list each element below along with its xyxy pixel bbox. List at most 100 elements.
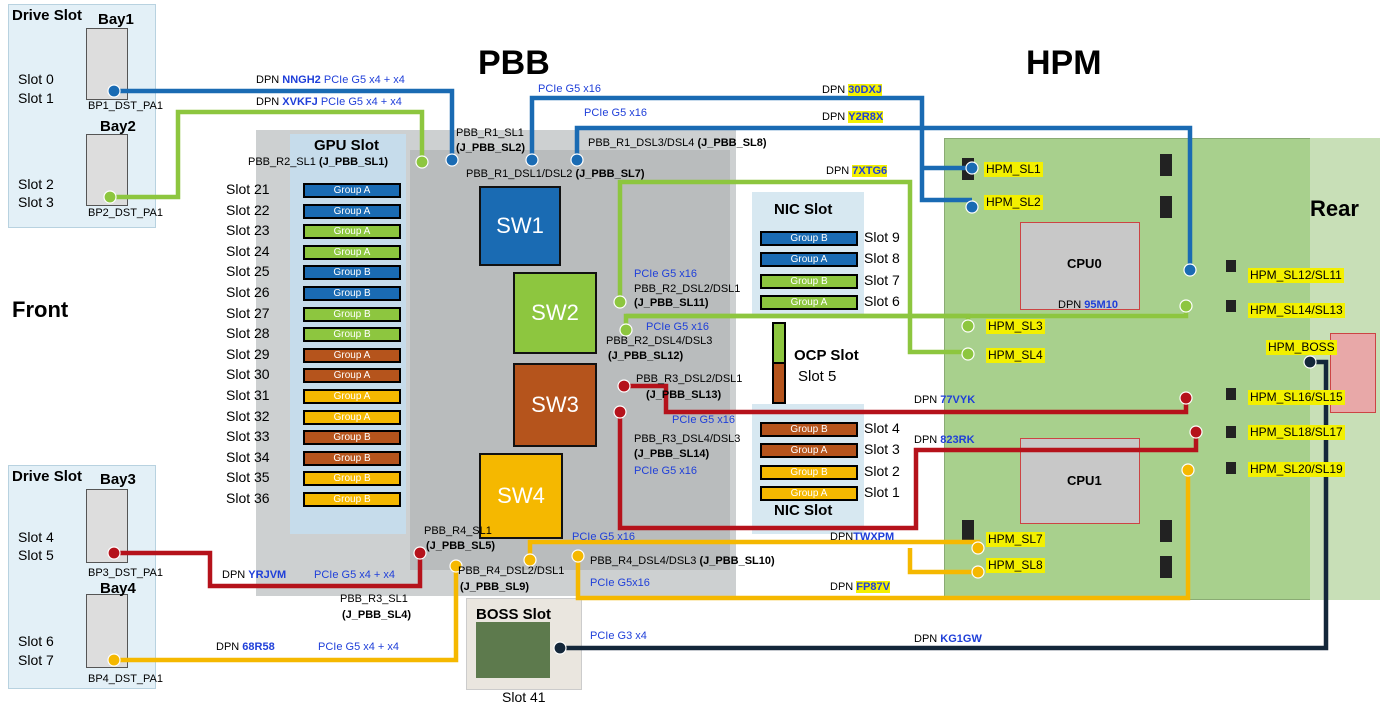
pbb-board-inner (410, 150, 730, 570)
cable-label-x16-1: PCIe G5 x16 (538, 83, 601, 95)
gpu-slot-label: Slot 34 (226, 448, 270, 465)
boss-slot-label: BOSS Slot (476, 606, 552, 623)
nic-slot-label: Slot 1 (864, 483, 900, 500)
cable-label-x16-8: PCIe G5x16 (590, 577, 650, 589)
cable-label-xvkfj: DPN XVKFJ PCIe G5 x4 + x4 (256, 96, 402, 108)
bay4-label: Bay4 (100, 580, 136, 597)
gpu-slot-group-bar: Group B (303, 286, 401, 301)
pbb-title: PBB (478, 44, 550, 82)
gpu-slot-group-bar: Group B (303, 265, 401, 281)
gpu-slot-group-bar: Group A (303, 203, 401, 219)
nic-slot-label: Slot 4 (864, 420, 900, 436)
bp3-connector-label: BP3_DST_PA1 (88, 567, 164, 579)
nic-slot-bottom-header: NIC Slot (774, 502, 833, 519)
pbb-r2-dsl2-label: PBB_R2_DSL2/DSL1 (634, 283, 741, 295)
cable-nngh2 (114, 88, 455, 158)
cable-label-twxpm: DPNTWXPM (830, 531, 895, 543)
hpm-sl14-13-label: HPM_SL14/SL13 (1248, 303, 1345, 318)
cable-label-x16-2: PCIe G5 x16 (584, 107, 647, 119)
hpm-sl8-label: HPM_SL8 (986, 558, 1045, 573)
nic-slot-label: Slot 3 (864, 441, 900, 458)
gpu-slot-label: Slot 31 (226, 387, 270, 403)
drive-slot-6: Slot 6 (18, 633, 54, 649)
hpm-sl7-label: HPM_SL7 (986, 532, 1045, 547)
cpu1-label: CPU1 (1067, 473, 1102, 488)
bay3-connector (86, 489, 128, 563)
gpu-slot-label: Slot 36 (226, 490, 270, 506)
gpu-slot-label: Slot 30 (226, 366, 270, 383)
gpu-slot-group-bar: Group B (303, 471, 401, 487)
drive-slot-header: Drive Slot (12, 7, 83, 24)
cable-label-x16-4: PCIe G5 x16 (646, 321, 709, 333)
pbb-r3-sl1-label: PBB_R3_SL1 (340, 593, 408, 605)
drive-slot-2: Slot 2 (18, 176, 54, 192)
hpm-sl4-label: HPM_SL4 (986, 348, 1045, 363)
cable-yrjvm (114, 550, 423, 589)
cable-68r58 (114, 566, 459, 663)
cable-label-95m10: DPN 95M10 (1058, 299, 1118, 311)
cable-xvkfj (110, 109, 425, 200)
ocp-slot-number: Slot 5 (798, 368, 837, 385)
gpu-slot-group-bar: Group A (303, 368, 401, 384)
drive-slot-4: Slot 4 (18, 529, 54, 545)
pbb-r2-dsl4-j-label: (J_PBB_SL12) (608, 350, 684, 362)
hpm-sl16-15-label: HPM_SL16/SL15 (1248, 390, 1345, 405)
gpu-slot-group-bar: Group A (303, 244, 401, 260)
hpm-sl1-label: HPM_SL1 (984, 162, 1043, 177)
cable-label-77vyk: DPN 77VYK (914, 394, 976, 406)
hpm-chip (1226, 260, 1236, 272)
pbb-r3-dsl2-label: PBB_R3_DSL2/DSL1 (636, 373, 743, 385)
nic-slot-group-bar: Group A (760, 294, 858, 310)
hpm-chip (1160, 556, 1172, 578)
cable-fp87v (575, 470, 1191, 601)
gpu-slot-group-bar: Group A (303, 224, 401, 240)
switch-sw3: SW3 (513, 363, 597, 447)
pbb-r4-sl1-label: PBB_R4_SL1 (424, 525, 492, 537)
nic-slot-label: Slot 2 (864, 462, 900, 479)
ocp-slot-bar-green (772, 322, 786, 366)
gpu-slot-group-bar: Group B (303, 327, 401, 343)
gpu-slot-group-bar: Group A (303, 183, 401, 198)
hpm-chip (1226, 300, 1236, 312)
cable-label-7xtg6: DPN 7XTG6 (826, 165, 888, 177)
gpu-slot-group-bar: Group B (303, 450, 401, 466)
cpu0-label: CPU0 (1067, 256, 1102, 271)
gpu-slot-label: Slot 32 (226, 407, 270, 424)
gpu-slot-header: GPU Slot (314, 137, 380, 154)
boss-card-board (476, 622, 550, 678)
cable-label-x16-3: PCIe G5 x16 (634, 268, 697, 280)
gpu-slot-label: Slot 21 (226, 181, 270, 197)
hpm-sl12-11-label: HPM_SL12/SL11 (1248, 268, 1344, 283)
bp2-connector-label: BP2_DST_PA1 (88, 207, 164, 219)
gpu-slot-group-bar: Group A (303, 347, 401, 363)
nic-slot-group-bar: Group A (760, 443, 858, 459)
hpm-chip (1160, 154, 1172, 176)
pbb-r3-sl1-j-label: (J_PBB_SL4) (342, 609, 412, 621)
bay1-label: Bay1 (98, 11, 134, 28)
hpm-sl18-17-label: HPM_SL18/SL17 (1248, 425, 1345, 440)
hpm-chip (1160, 196, 1172, 218)
gpu-slot-label: Slot 29 (226, 345, 270, 362)
nic-slot-group-bar: Group B (760, 464, 858, 480)
cpu0-socket: CPU0 (1020, 222, 1140, 310)
drive-bay-1-2-panel (8, 4, 156, 228)
cable-y2r8x (574, 125, 1193, 269)
nic-slot-top-header: NIC Slot (774, 201, 833, 218)
ocp-slot-bar-brown (772, 362, 786, 404)
cable-label-x16-5: PCIe G5 x16 (672, 414, 735, 426)
nic-slot-group-bar: Group A (760, 252, 858, 268)
pbb-r1-sl1-j-label: (J_PBB_SL2) (456, 142, 526, 154)
cable-hpm-sl7 (907, 548, 978, 575)
bp4-connector-label: BP4_DST_PA1 (88, 673, 164, 685)
pbb-r1-dsl3-label: PBB_R1_DSL3/DSL4 (J_PBB_SL8) (588, 137, 767, 149)
bay2-label: Bay2 (100, 118, 136, 135)
drive-slot-7: Slot 7 (18, 652, 54, 668)
drive-slot-5: Slot 5 (18, 547, 54, 563)
gpu-slot-label: Slot 25 (226, 263, 270, 280)
pbb-r4-dsl2-label: PBB_R4_DSL2/DSL1 (458, 565, 565, 577)
cable-label-yrjvm-width: PCIe G5 x4 + x4 (314, 569, 396, 581)
hpm-chip (1160, 520, 1172, 542)
pbb-r1-sl1-label: PBB_R1_SL1 (456, 127, 524, 139)
cable-77vyk (624, 383, 1189, 415)
